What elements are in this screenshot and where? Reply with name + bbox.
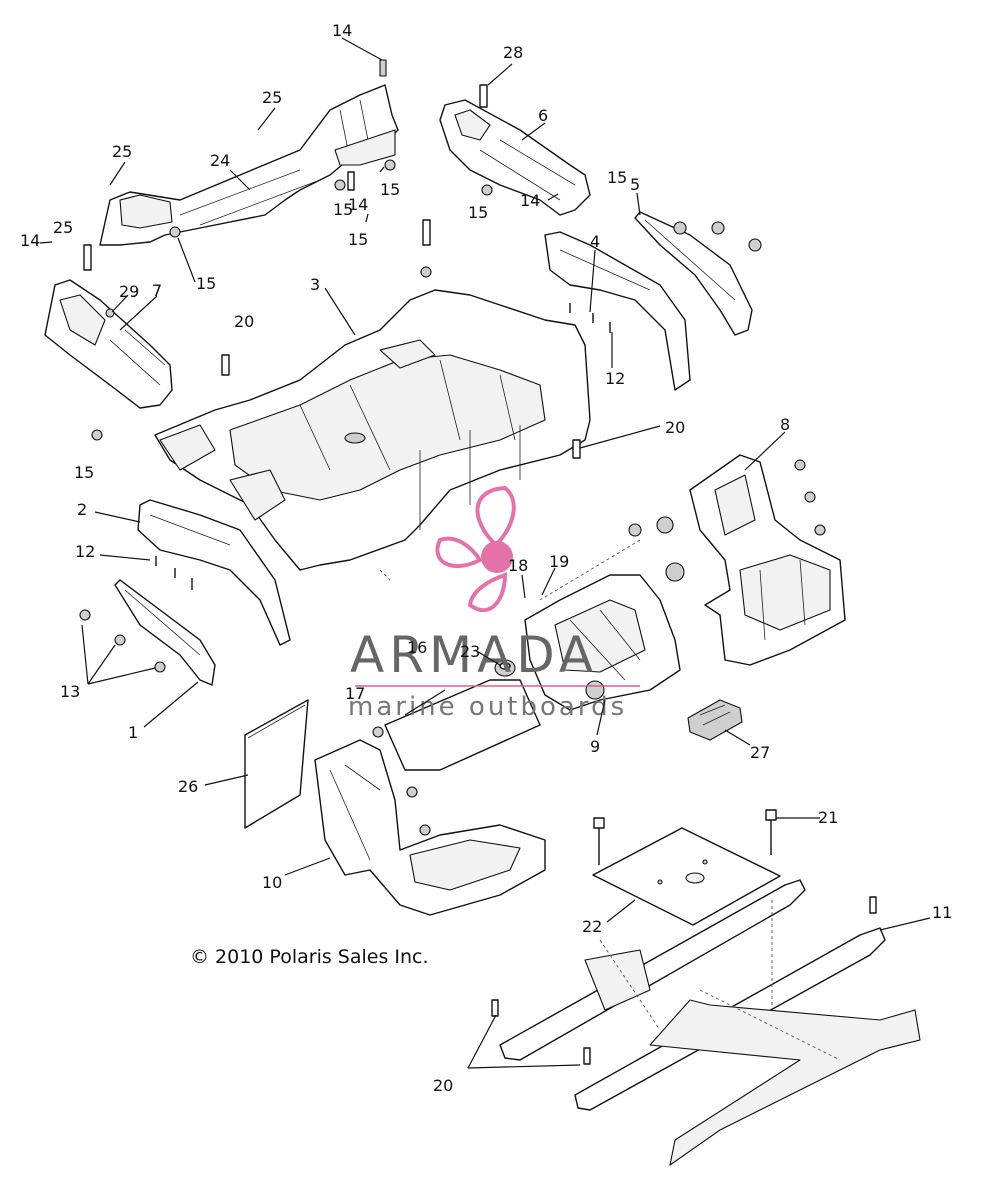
callout-2: 2	[77, 500, 87, 519]
callout-14-center: 14	[348, 195, 368, 214]
callout-12-left: 12	[75, 542, 95, 561]
callout-6: 6	[538, 106, 548, 125]
callout-28: 28	[503, 43, 523, 62]
callout-20-bottom: 20	[433, 1076, 453, 1095]
callout-7: 7	[152, 281, 162, 300]
armada-propeller-logo	[435, 485, 516, 613]
part-11-frame-rails	[499, 879, 921, 1166]
callout-26: 26	[178, 777, 198, 796]
callout-21: 21	[818, 808, 838, 827]
part-6-right-bracket	[439, 99, 591, 216]
callout-15-d: 15	[607, 168, 627, 187]
armada-watermark: ARMADA marine outboards	[348, 485, 640, 722]
callout-17: 17	[345, 684, 365, 703]
watermark-tagline: marine outboards	[348, 692, 627, 722]
part-4-right-panel	[544, 231, 691, 391]
callout-20-top: 20	[234, 312, 254, 331]
part-2-left-panel	[137, 499, 291, 646]
callout-13: 13	[60, 682, 80, 701]
callout-9: 9	[590, 737, 600, 756]
callout-19: 19	[549, 552, 569, 571]
hardware-fasteners	[79, 59, 877, 1065]
part-8-storage-bin	[689, 454, 846, 666]
callout-29: 29	[119, 282, 139, 301]
callout-1: 1	[128, 723, 138, 742]
callout-15-e: 15	[348, 230, 368, 249]
callout-15-c: 15	[468, 203, 488, 222]
callout-12-right: 12	[605, 369, 625, 388]
callout-20-right: 20	[665, 418, 685, 437]
part-9-center-bracket	[524, 516, 685, 711]
part-10-tray	[314, 739, 546, 916]
callout-14-top: 14	[332, 21, 352, 40]
watermark-brand: ARMADA	[350, 626, 598, 684]
callout-14-right: 14	[520, 191, 540, 210]
callout-15-f: 15	[196, 274, 216, 293]
part-5-trim-strip	[634, 211, 753, 336]
callout-15-a: 15	[380, 180, 400, 199]
callout-5: 5	[630, 175, 640, 194]
part-7-left-bracket	[44, 279, 173, 409]
callout-22: 22	[582, 917, 602, 936]
callout-25-far-left: 25	[53, 218, 73, 237]
callout-25-top: 25	[262, 88, 282, 107]
part-27-pad	[687, 699, 743, 741]
callout-labels: 1 2 3 4 5 6 7 8 9 10 11 12 12 13 14 14 1…	[20, 21, 952, 1095]
part-22-plate	[592, 827, 781, 926]
part-24-upper-bracket	[99, 84, 399, 246]
callout-16: 16	[407, 638, 427, 657]
callout-11: 11	[932, 903, 952, 922]
part-26-decal	[244, 699, 309, 829]
callout-18: 18	[508, 556, 528, 575]
callout-14-left: 14	[20, 231, 40, 250]
callout-25-left: 25	[112, 142, 132, 161]
callout-15-g: 15	[74, 463, 94, 482]
callout-27: 27	[750, 743, 770, 762]
callout-4: 4	[590, 232, 600, 251]
callout-23: 23	[460, 642, 480, 661]
part-23-grommet	[494, 659, 516, 677]
leader-lines	[39, 37, 931, 1069]
copyright-notice: © 2010 Polaris Sales Inc.	[190, 946, 429, 968]
callout-8: 8	[780, 415, 790, 434]
part-3-cargo-box	[154, 289, 591, 571]
part-1-trim-strip	[114, 579, 216, 686]
callout-15-b: 15	[333, 200, 353, 219]
part-16-sheet	[384, 679, 541, 771]
callout-3: 3	[310, 275, 320, 294]
callout-10: 10	[262, 873, 282, 892]
part-21-bolts	[593, 809, 777, 865]
callout-24: 24	[210, 151, 230, 170]
